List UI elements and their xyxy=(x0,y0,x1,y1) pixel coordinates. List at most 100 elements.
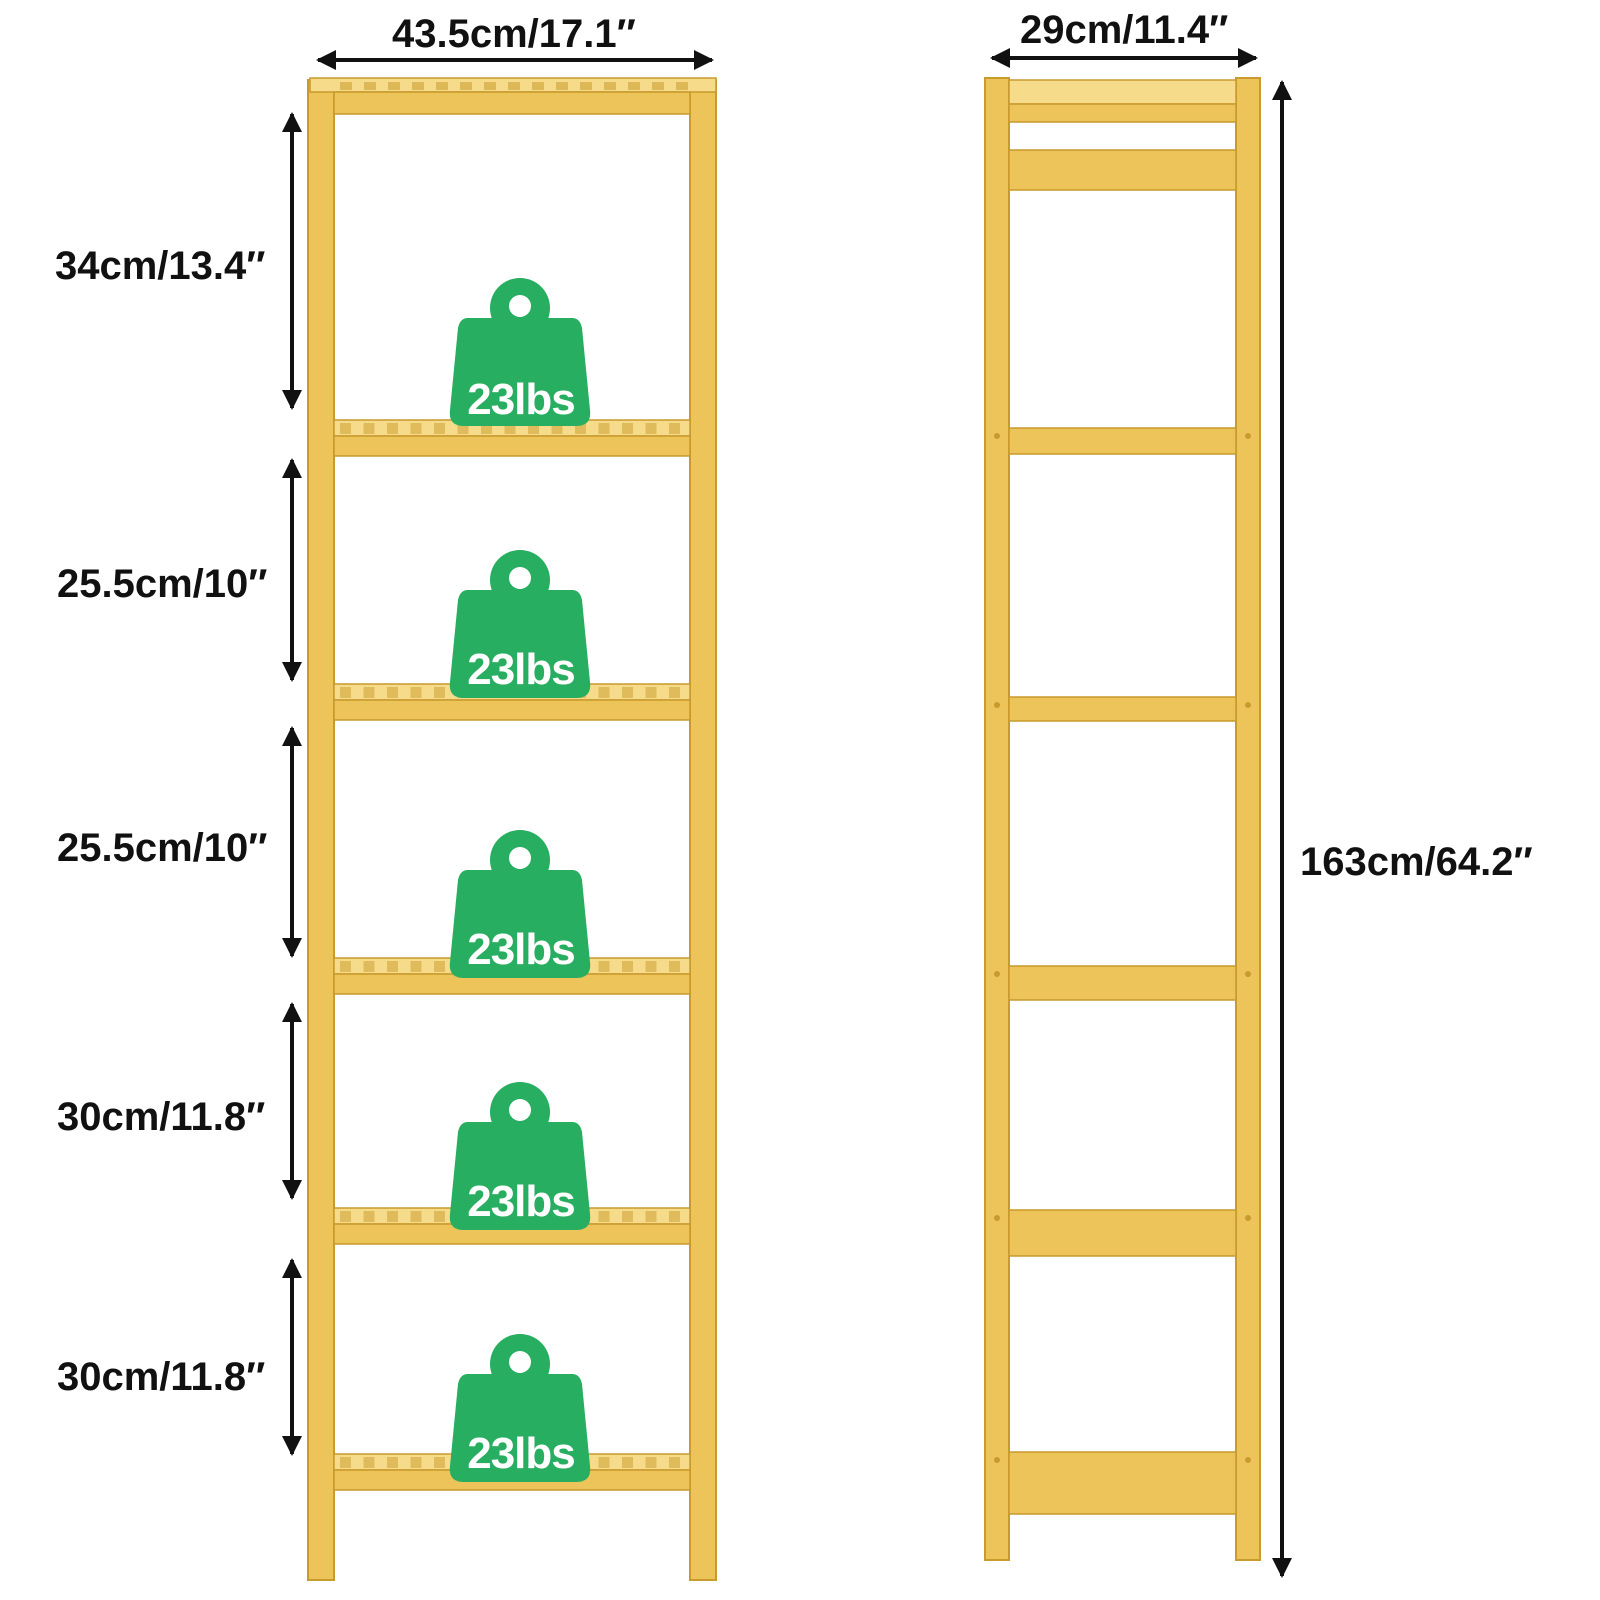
side-shelf-screw xyxy=(994,1215,1000,1221)
shelf-gap-label-1: 34cm/13.4″ xyxy=(55,244,266,288)
shelf-slat xyxy=(598,961,610,972)
top-slat xyxy=(340,82,352,90)
shelf-gap-label-3: 25.5cm/10″ xyxy=(57,826,268,870)
shelf-slat xyxy=(363,961,375,972)
shelf-rail xyxy=(333,699,691,721)
shelf-slat xyxy=(410,423,422,434)
shelf-slat xyxy=(363,1457,375,1468)
side-top-rail-2 xyxy=(1008,149,1237,191)
weight-badge-hole xyxy=(509,847,531,869)
shelf-slat xyxy=(363,687,375,698)
shelf-slat xyxy=(645,687,657,698)
shelf-slat xyxy=(434,1457,445,1468)
side-shelf-screw xyxy=(1245,1215,1251,1221)
top-slat xyxy=(460,82,472,90)
shelf-rail xyxy=(333,435,691,457)
side-shelf-screw xyxy=(1245,1457,1251,1463)
weight-badge-hole xyxy=(509,295,531,317)
side-shelf-screw xyxy=(994,433,1000,439)
shelf-slat xyxy=(645,423,657,434)
top-slat xyxy=(604,82,616,90)
front-shelf-unit xyxy=(307,77,717,1581)
side-top-board xyxy=(1008,79,1237,105)
weight-badge-hole xyxy=(509,1351,531,1373)
shelf-slat xyxy=(669,1457,680,1468)
side-depth-label: 29cm/11.4″ xyxy=(1020,8,1229,52)
top-slat xyxy=(412,82,424,90)
weight-badges xyxy=(449,278,591,1482)
shelf-slat xyxy=(434,961,445,972)
top-slat xyxy=(652,82,664,90)
shelf-gap-label-2: 25.5cm/10″ xyxy=(57,562,268,606)
shelf-slat xyxy=(504,423,516,434)
weight-icon xyxy=(449,870,591,978)
shelf-slat xyxy=(622,1211,633,1222)
shelf-slat xyxy=(598,423,610,434)
shelf-slat xyxy=(410,687,422,698)
front-top-board xyxy=(309,77,717,115)
shelf-slat xyxy=(622,961,633,972)
side-shelf-screw xyxy=(994,1457,1000,1463)
weight-badge-4 xyxy=(449,1082,591,1230)
side-left-post xyxy=(984,77,1010,1561)
top-slat xyxy=(364,82,376,90)
top-slat xyxy=(556,82,568,90)
weight-badge-2 xyxy=(449,550,591,698)
weight-badge-label-4: 23lbs xyxy=(467,1177,576,1226)
weight-badge-label-2: 23lbs xyxy=(467,645,576,694)
shelf-slat xyxy=(645,1457,657,1468)
shelf-slat xyxy=(622,687,633,698)
side-shelf-3 xyxy=(994,965,1251,1001)
weight-badge-5 xyxy=(449,1334,591,1482)
side-shelf-unit xyxy=(984,77,1261,1561)
shelf-slat xyxy=(598,1211,610,1222)
weight-badge-label-5: 23lbs xyxy=(467,1429,576,1478)
weight-icon xyxy=(449,590,591,698)
shelf-slat xyxy=(340,1211,351,1222)
front-width-label: 43.5cm/17.1″ xyxy=(392,12,636,56)
shelf-gap-label-5: 30cm/11.8″ xyxy=(57,1355,266,1399)
top-slat xyxy=(484,82,496,90)
weight-icon xyxy=(449,1374,591,1482)
shelf-slat xyxy=(598,1457,610,1468)
side-top-rail-1 xyxy=(1008,103,1237,123)
shelf-slat xyxy=(387,961,398,972)
front-right-post xyxy=(689,79,717,1581)
top-slat xyxy=(436,82,448,90)
side-shelf-screw xyxy=(994,971,1000,977)
front-left-post xyxy=(307,79,335,1581)
shelf-slat xyxy=(410,1211,422,1222)
shelf-slat xyxy=(340,1457,351,1468)
side-shelf-2 xyxy=(994,696,1251,722)
front-shelf-1 xyxy=(333,419,691,457)
side-shelf-screw xyxy=(1245,971,1251,977)
shelf-slat xyxy=(340,423,351,434)
top-slat xyxy=(532,82,544,90)
shelf-slat xyxy=(645,961,657,972)
shelf-slat xyxy=(387,1211,398,1222)
shelf-slat xyxy=(645,1211,657,1222)
side-shelf-5 xyxy=(994,1451,1251,1515)
shelf-slat xyxy=(434,423,445,434)
top-slat xyxy=(676,82,688,90)
shelf-slat xyxy=(481,423,492,434)
top-slat xyxy=(580,82,592,90)
shelf-slat xyxy=(410,961,422,972)
weight-badge-1 xyxy=(449,278,591,426)
shelf-slat xyxy=(387,423,398,434)
weight-badge-hole xyxy=(509,1099,531,1121)
weight-badge-label-3: 23lbs xyxy=(467,925,576,974)
shelf-slat xyxy=(410,1457,422,1468)
shelf-slat xyxy=(434,687,445,698)
shelf-slat xyxy=(363,423,375,434)
side-shelf-board xyxy=(1008,1209,1237,1257)
side-shelf-4 xyxy=(994,1209,1251,1257)
weight-icon xyxy=(449,1122,591,1230)
shelf-slat xyxy=(575,423,586,434)
shelf-slat xyxy=(457,423,469,434)
side-right-post xyxy=(1235,77,1261,1561)
shelf-gap-label-4: 30cm/11.8″ xyxy=(57,1095,266,1139)
shelf-slat xyxy=(340,961,351,972)
shelf-slat xyxy=(669,423,680,434)
